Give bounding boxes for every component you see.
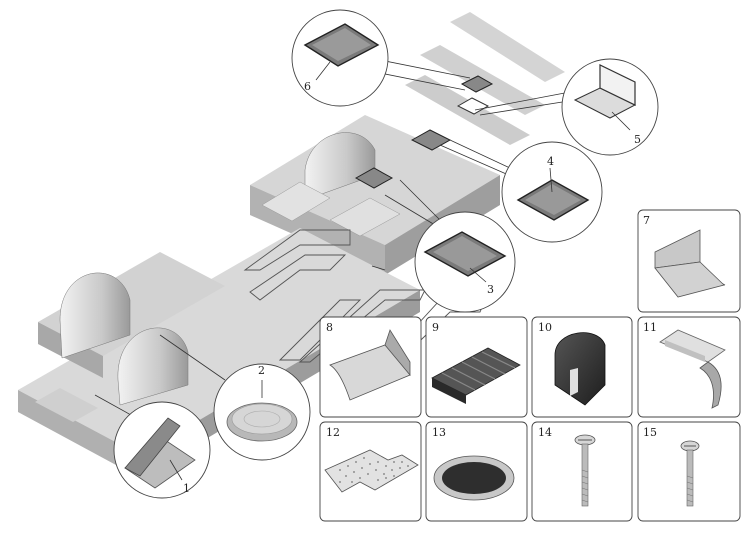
callout-label-5: 5: [634, 133, 641, 146]
main-floor-top: [18, 228, 420, 455]
panel-11: 11: [637, 316, 741, 418]
callout-6: 6: [291, 9, 389, 107]
panel-13: 13: [425, 421, 528, 522]
panel-label-10: 10: [538, 321, 552, 334]
step-block: [261, 181, 331, 222]
callout-label-3: 3: [487, 283, 494, 296]
panel-label-15: 15: [643, 426, 657, 439]
panel-14: 14: [531, 421, 633, 522]
panel-7: 7: [637, 209, 741, 313]
callout-label-2: 2: [258, 364, 265, 377]
callout-label-1: 1: [183, 482, 190, 495]
callout-3: 3: [414, 211, 516, 313]
panel-8: 8: [319, 316, 422, 418]
callout-2: 2: [213, 363, 311, 461]
front-wheel-arch-left: [59, 272, 131, 359]
panel-label-7: 7: [643, 214, 650, 227]
callout-1: 1: [113, 401, 211, 499]
main-floor-side: [18, 390, 140, 478]
floor-strip-small: [35, 388, 98, 422]
panel-10: 10: [531, 316, 633, 418]
callout-label-6: 6: [304, 80, 311, 93]
callout-5: 5: [561, 58, 659, 156]
callout-4: 4: [501, 141, 603, 243]
callout-label-4: 4: [547, 155, 554, 168]
rear-wheel-arch: [304, 132, 376, 201]
panel-label-8: 8: [326, 321, 333, 334]
panel-label-9: 9: [432, 321, 439, 334]
panel-12: 12: [319, 421, 422, 522]
panel-9: 9: [425, 316, 528, 418]
front-wheel-arch-right: [117, 327, 189, 406]
panel-label-12: 12: [326, 426, 340, 439]
panel-15: 15: [637, 421, 741, 522]
floor-strip-top: [450, 12, 565, 82]
panel-label-11: 11: [643, 321, 657, 334]
panel-label-14: 14: [538, 426, 552, 439]
panel-label-13: 13: [432, 426, 446, 439]
